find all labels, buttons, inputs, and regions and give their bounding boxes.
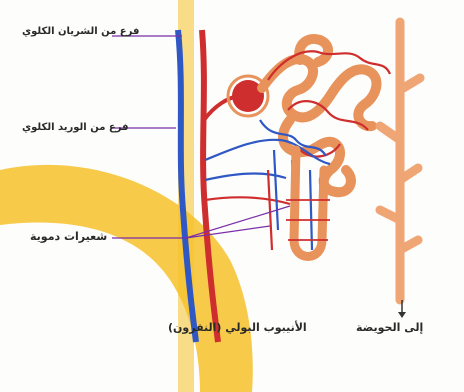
label-artery-branch: فرع من الشريان الكلوي [22, 26, 139, 37]
label-nephron: الأنيبوب البولي (النفرون) [168, 321, 307, 334]
label-renal-pelvis: إلى الحويضة [356, 321, 423, 334]
label-capillaries: شعيرات دموية [30, 230, 107, 243]
collecting-duct [380, 22, 420, 300]
convoluted-tubules [262, 39, 376, 192]
label-vein-branch: فرع من الوريد الكلوي [22, 122, 129, 133]
pelvis-arrowhead [398, 312, 406, 318]
